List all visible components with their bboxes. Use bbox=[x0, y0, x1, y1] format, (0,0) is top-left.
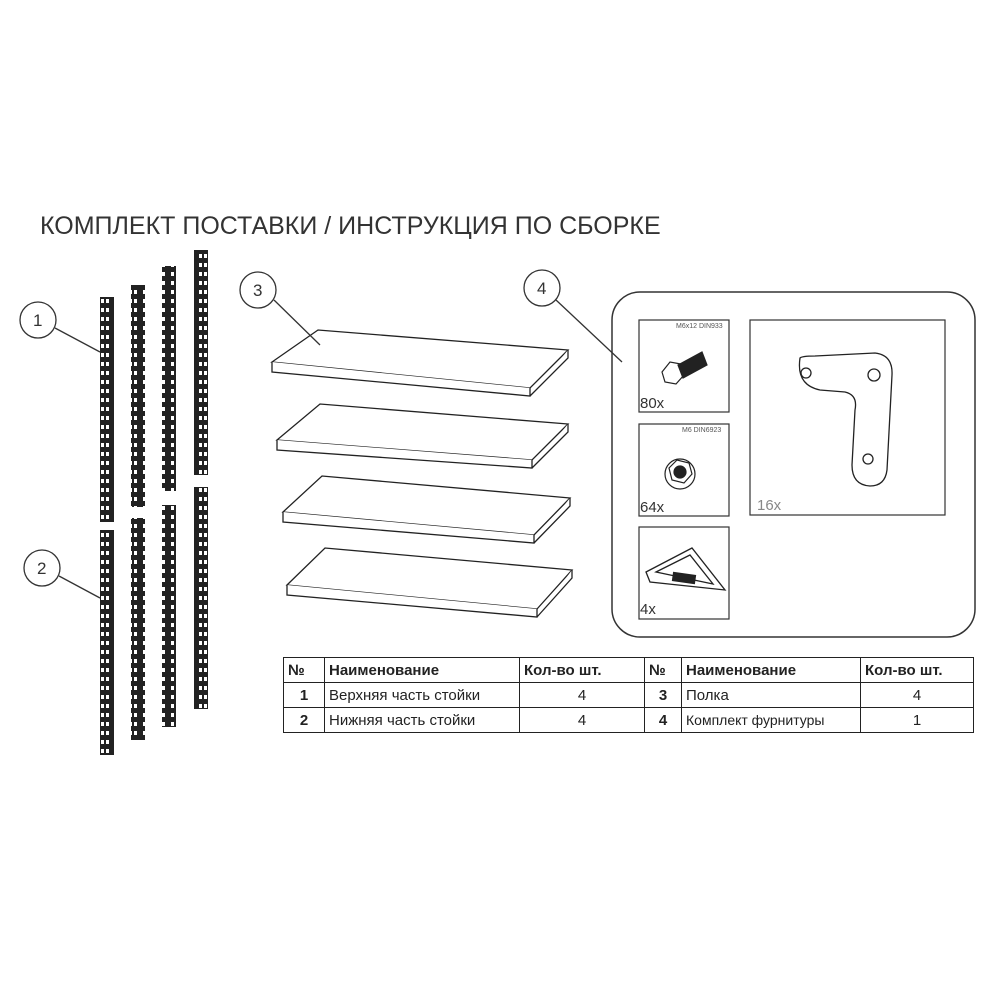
table-cell: Верхняя часть стойки bbox=[324, 682, 520, 708]
callout-2: 2 bbox=[37, 559, 46, 578]
shelves bbox=[270, 329, 574, 618]
upright-bottom-1 bbox=[100, 530, 114, 755]
shelf bbox=[270, 329, 570, 397]
upright-bottom-parts bbox=[100, 487, 208, 755]
plate-box bbox=[749, 319, 946, 516]
table-cell: Нижняя часть стойки bbox=[324, 707, 520, 733]
hardware-kit-box bbox=[611, 291, 976, 638]
col-no: № bbox=[283, 657, 325, 683]
upright-top-1 bbox=[100, 297, 114, 522]
nut-spec: M6 DIN6923 bbox=[682, 427, 722, 434]
bolt-qty: 80x bbox=[640, 395, 665, 412]
table-cell: 4 bbox=[519, 682, 645, 708]
col-name: Наименование bbox=[324, 657, 520, 683]
upright-bottom-3 bbox=[162, 505, 176, 727]
callout-3: 3 bbox=[253, 281, 262, 300]
plate-qty: 16x bbox=[757, 497, 782, 514]
table-cell: 4 bbox=[644, 707, 682, 733]
bolt-spec: M6x12 DIN933 bbox=[676, 323, 723, 330]
upright-top-3 bbox=[162, 266, 176, 491]
upright-top-parts bbox=[100, 250, 208, 522]
flange-nut-icon bbox=[664, 458, 696, 490]
table-cell: 1 bbox=[283, 682, 325, 708]
foot-box bbox=[638, 526, 730, 620]
col-qty: Кол-во шт. bbox=[860, 657, 974, 683]
corner-plate-icon bbox=[798, 352, 893, 487]
callout-4: 4 bbox=[537, 279, 546, 298]
table-header: № Наименование Кол-во шт. № Наименование… bbox=[283, 657, 974, 683]
foot-qty: 4x bbox=[640, 601, 656, 618]
bolt-box bbox=[638, 319, 730, 413]
page-title: КОМПЛЕКТ ПОСТАВКИ / ИНСТРУКЦИЯ ПО СБОРКЕ bbox=[40, 212, 661, 240]
upright-top-2 bbox=[131, 285, 145, 507]
upright-bottom-4 bbox=[194, 487, 208, 709]
bolt-icon bbox=[661, 351, 708, 385]
callouts bbox=[19, 269, 623, 599]
callout-1: 1 bbox=[33, 311, 42, 330]
shelf bbox=[281, 475, 572, 544]
foot-cap-icon bbox=[645, 547, 727, 591]
nut-box bbox=[638, 423, 730, 517]
col-no: № bbox=[644, 657, 682, 683]
table-cell: 2 bbox=[283, 707, 325, 733]
table-cell: 4 bbox=[519, 707, 645, 733]
col-name: Наименование bbox=[681, 657, 861, 683]
upright-bottom-2 bbox=[131, 518, 145, 740]
shelf bbox=[285, 547, 574, 618]
table-cell: 4 bbox=[860, 682, 974, 708]
table-cell: Полка bbox=[681, 682, 861, 708]
table-cell: Комплект фурнитуры bbox=[681, 707, 861, 733]
table-cell: 1 bbox=[860, 707, 974, 733]
shelf bbox=[275, 403, 570, 469]
table-cell: 3 bbox=[644, 682, 682, 708]
col-qty: Кол-во шт. bbox=[519, 657, 645, 683]
upright-top-4 bbox=[194, 250, 208, 475]
nut-qty: 64x bbox=[640, 499, 665, 516]
parts-table: № Наименование Кол-во шт. № Наименование… bbox=[283, 657, 974, 733]
